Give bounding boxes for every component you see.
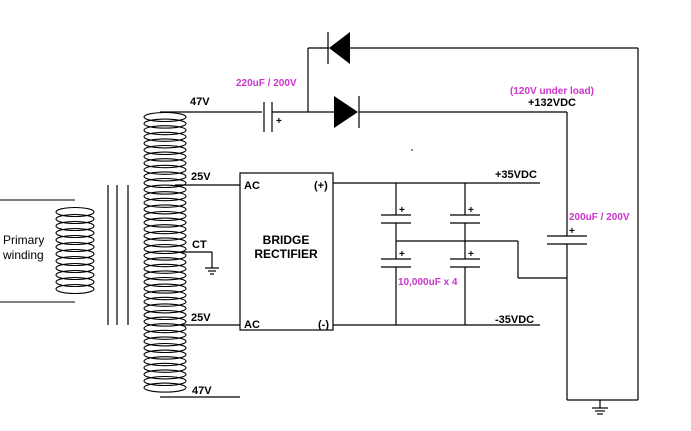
secondary-coil-loop (143, 125, 187, 136)
secondary-coil-loop (143, 230, 187, 241)
primary-label-line2: winding (2, 248, 44, 262)
tap-25v-bottom-label: 25V (191, 312, 211, 324)
filter-cap-plus-4: + (468, 249, 474, 260)
filter-cap-plus-3: + (468, 205, 474, 216)
primary-coil-loop (55, 213, 95, 225)
tap-47v-top-label: 47V (190, 96, 210, 108)
secondary-coil-loop (143, 197, 187, 208)
high-voltage-label: +132VDC (528, 97, 576, 109)
secondary-coil-loop (143, 375, 187, 387)
secondary-coil-loop (143, 270, 187, 281)
positive-rail-label: +35VDC (495, 169, 537, 181)
ground-ct-icon (205, 267, 219, 275)
secondary-coil-loop (143, 151, 187, 162)
secondary-coil-loop (143, 191, 187, 202)
secondary-coil-loop (143, 323, 187, 334)
secondary-coil-loop (143, 257, 187, 268)
secondary-coil-loop (143, 224, 187, 235)
secondary-coil-loop (143, 243, 187, 255)
secondary-coil-loop (143, 144, 187, 156)
series-capacitor-label: 220uF / 200V (236, 78, 297, 89)
primary-coil-loop (55, 241, 95, 253)
primary-coil-loop (55, 206, 95, 218)
secondary-coil-loop (143, 283, 187, 294)
secondary-winding-coil (143, 111, 187, 393)
rectifier-label-line1: BRIDGE (263, 233, 310, 247)
series-capacitor-icon (263, 102, 334, 132)
secondary-coil-loop (143, 177, 187, 189)
primary-label-line1: Primary (3, 233, 44, 247)
secondary-coil-loop (143, 138, 187, 149)
secondary-coil-loop (143, 164, 187, 175)
secondary-coil-loop (143, 263, 187, 274)
secondary-coil-loop (143, 369, 187, 380)
tap-47v-bottom-label: 47V (192, 385, 212, 397)
filter-cap-plus-1: + (399, 205, 405, 216)
rectifier-pos: (+) (314, 180, 328, 192)
secondary-coil-loop (143, 316, 187, 327)
bridge-rectifier (239, 172, 334, 331)
secondary-coil-loop (143, 329, 187, 340)
series-capacitor-plus: + (276, 116, 282, 127)
secondary-coil-loop (143, 237, 187, 248)
secondary-coil-loop (143, 290, 187, 301)
secondary-coil-loop (143, 336, 187, 347)
filter-cap-plus-2: + (399, 249, 405, 260)
secondary-coil-loop (143, 204, 187, 215)
primary-coil-loop (55, 283, 95, 295)
primary-coil-loop (55, 276, 95, 288)
ground-main-icon (592, 407, 608, 415)
primary-coil-loop (55, 220, 95, 232)
secondary-coil-loop (143, 356, 187, 367)
filter-caps-label: 10,000uF x 4 (398, 277, 458, 288)
secondary-coil-loop (143, 382, 187, 393)
filter-capacitors-right-icon (450, 183, 480, 325)
primary-coil-loop (55, 234, 95, 246)
secondary-coil-loop (143, 171, 187, 182)
upper-diode-icon (327, 32, 350, 64)
stray-dot (411, 149, 413, 151)
primary-coil-loop (55, 227, 95, 239)
secondary-coil-loop (143, 184, 187, 195)
primary-coil-loop (55, 269, 95, 281)
filter-capacitors-left-icon (381, 183, 411, 325)
secondary-coil-loop (143, 131, 187, 142)
high-voltage-cap-plus: + (569, 226, 575, 237)
secondary-coil-loop (143, 349, 187, 360)
secondary-coil-loop (143, 342, 187, 354)
secondary-coil-loop (143, 217, 187, 228)
high-voltage-capacitor-icon (547, 235, 587, 400)
high-load-label: (120V under load) (510, 86, 594, 97)
rectifier-ac-top: AC (244, 180, 260, 192)
rectifier-ac-bottom: AC (244, 319, 260, 331)
secondary-coil-loop (143, 309, 187, 321)
secondary-coil-loop (143, 362, 187, 373)
rectifier-neg: (-) (318, 319, 329, 331)
secondary-coil-loop (143, 303, 187, 314)
rectifier-label-line2: RECTIFIER (254, 247, 318, 261)
tap-25v-top-label: 25V (191, 171, 211, 183)
primary-coil-loop (55, 262, 95, 274)
secondary-coil-loop (143, 118, 187, 129)
secondary-coil-loop (143, 276, 187, 288)
secondary-coil-loop (143, 250, 187, 261)
transformer-core (107, 185, 129, 325)
primary-coil-loop (55, 248, 95, 260)
primary-winding-coil (0, 199, 95, 303)
tap-ct-label: CT (192, 239, 207, 251)
lower-diode-icon (334, 96, 360, 128)
primary-coil-loop (55, 255, 95, 267)
negative-rail-label: -35VDC (495, 314, 534, 326)
high-voltage-cap-label: 200uF / 200V (569, 212, 630, 223)
secondary-coil-loop (143, 158, 187, 169)
secondary-coil-loop (143, 210, 187, 222)
secondary-coil-loop (143, 296, 187, 307)
